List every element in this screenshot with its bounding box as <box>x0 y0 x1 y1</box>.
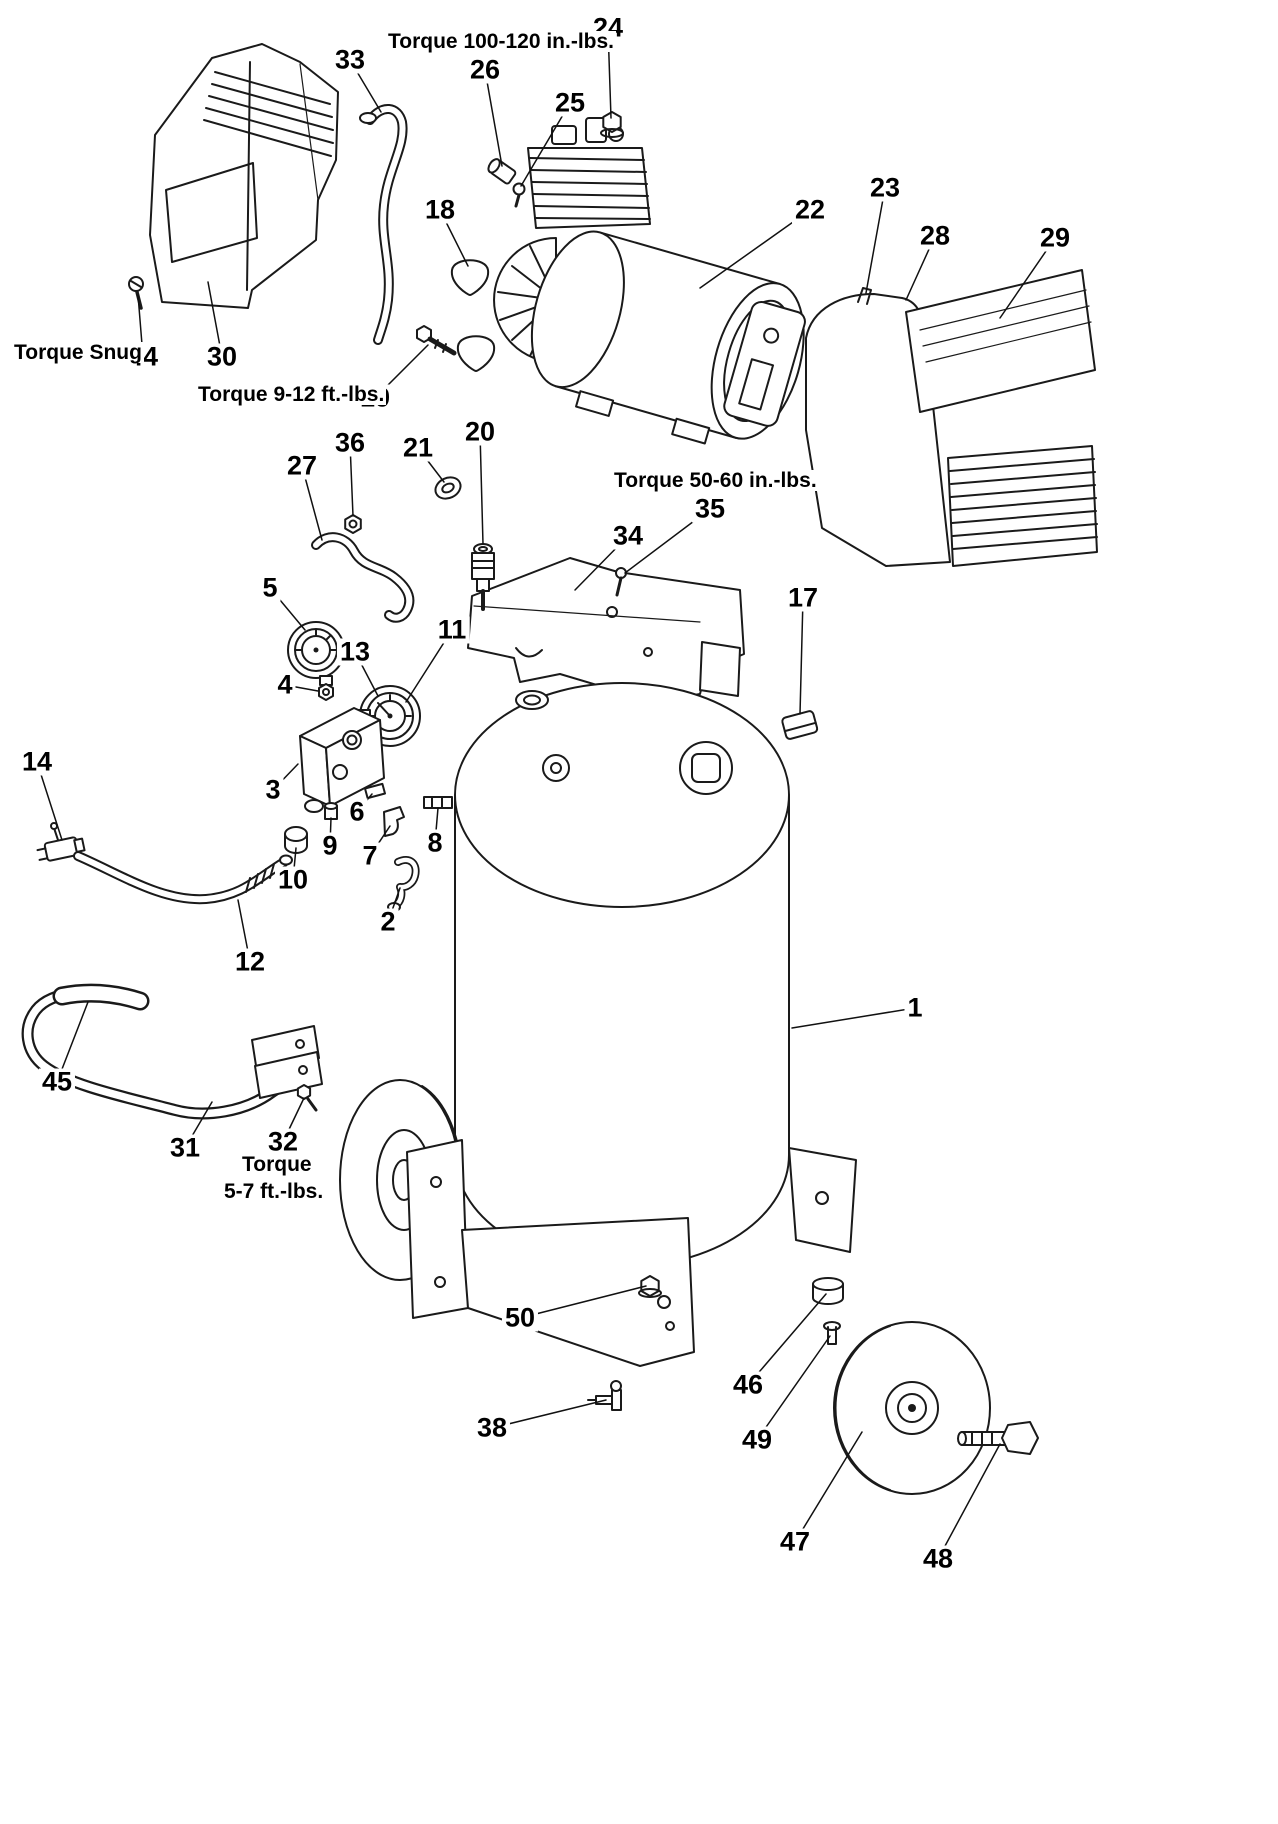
torque-note-snug: Torque Snug <box>12 341 144 364</box>
part-number-5: 5 <box>259 574 281 602</box>
part-number-14: 14 <box>18 748 56 776</box>
bolt-part-49 <box>823 1321 841 1345</box>
leader-line-20 <box>479 431 484 545</box>
leader-line-22 <box>699 209 811 289</box>
part-number-4: 4 <box>274 671 296 699</box>
knob-part-18 <box>450 259 490 296</box>
pump-motor-assembly-part-22 <box>493 117 806 445</box>
part-number-38: 38 <box>473 1414 511 1442</box>
spacer-part-46 <box>812 1277 844 1305</box>
part-number-10: 10 <box>274 866 312 894</box>
hose-parts-12-14 <box>36 822 293 905</box>
part-number-1: 1 <box>904 994 926 1022</box>
leader-line-49 <box>756 1335 831 1441</box>
torque-note-50-60: Torque 50-60 in.-lbs. <box>612 469 819 492</box>
part-number-35: 35 <box>691 495 729 523</box>
part-number-30: 30 <box>203 343 241 371</box>
part-number-47: 47 <box>776 1528 814 1556</box>
part-number-28: 28 <box>916 222 954 250</box>
torque-note-5-7-line2: 5-7 ft.-lbs. <box>222 1180 326 1203</box>
safety-valve-part-20 <box>471 543 495 611</box>
leader-line-23 <box>865 187 886 294</box>
torque-note-9-12: Torque 9-12 ft.-lbs. <box>196 383 387 406</box>
fitting-part-6 <box>364 782 386 800</box>
leader-line-1 <box>791 1007 916 1029</box>
axle-bolt-part-48 <box>957 1421 1039 1455</box>
part-number-21: 21 <box>399 434 437 462</box>
part-number-6: 6 <box>346 798 368 826</box>
part-number-9: 9 <box>319 832 341 860</box>
part-number-50: 50 <box>501 1304 539 1332</box>
leader-line-38 <box>491 1399 607 1429</box>
leader-line-48 <box>937 1443 1001 1560</box>
leader-line-46 <box>747 1293 827 1386</box>
torque-note-100-120: Torque 100-120 in.-lbs. <box>386 30 617 53</box>
knob-part-18-lower <box>456 335 496 372</box>
part-number-20: 20 <box>461 418 499 446</box>
handle-parts-45-31 <box>21 983 323 1120</box>
screw-part-25 <box>512 182 526 208</box>
part-number-34: 34 <box>609 522 647 550</box>
leader-line-17 <box>799 597 804 715</box>
manifold-part-3 <box>299 707 385 813</box>
part-number-27: 27 <box>283 452 321 480</box>
fitting-part-21 <box>434 476 462 500</box>
part-number-49: 49 <box>738 1426 776 1454</box>
part-number-32: 32 <box>264 1128 302 1156</box>
rear-leg <box>788 1147 857 1253</box>
part-number-8: 8 <box>424 829 446 857</box>
leader-line-50 <box>519 1285 647 1319</box>
part-number-36: 36 <box>331 429 369 457</box>
part-number-23: 23 <box>866 174 904 202</box>
part-number-17: 17 <box>784 584 822 612</box>
pressure-gauge-part-5 <box>287 621 345 686</box>
tank-foot-bracket <box>406 1139 695 1367</box>
leader-line-47 <box>794 1431 863 1543</box>
part-number-12: 12 <box>231 948 269 976</box>
right-shroud-parts-23-28-29 <box>805 269 1098 567</box>
vibration-pad-part-17 <box>781 710 819 740</box>
nut-part-4 <box>318 683 334 701</box>
part-number-18: 18 <box>421 196 459 224</box>
part-number-29: 29 <box>1036 224 1074 252</box>
leader-line-26 <box>484 69 503 167</box>
part-number-48: 48 <box>919 1545 957 1573</box>
part-number-45: 45 <box>38 1068 76 1096</box>
part-number-2: 2 <box>377 908 399 936</box>
leader-line-25 <box>520 102 571 187</box>
part-number-7: 7 <box>359 842 381 870</box>
part-number-31: 31 <box>166 1134 204 1162</box>
tank-part-1 <box>454 682 790 1268</box>
rear-wheel-part-47 <box>833 1321 991 1495</box>
bolt-part-19 <box>416 325 457 356</box>
formed-tube-part-27 <box>311 532 415 623</box>
part-number-26: 26 <box>466 56 504 84</box>
fitting-part-26 <box>487 158 517 185</box>
part-number-3: 3 <box>262 776 284 804</box>
torque-note-5-7-line1: Torque <box>240 1153 314 1176</box>
left-shroud-part-30 <box>149 43 339 309</box>
flange-nut-part-50 <box>638 1275 662 1298</box>
leader-lines <box>36 27 1056 1560</box>
mounting-plate-part-34 <box>467 557 745 703</box>
outlet-tube-part-33 <box>359 104 408 345</box>
part-number-46: 46 <box>729 1371 767 1399</box>
nut-part-36 <box>344 514 362 534</box>
part-number-22: 22 <box>791 196 829 224</box>
part-number-33: 33 <box>331 46 369 74</box>
part-number-25: 25 <box>551 89 589 117</box>
nut-part-24 <box>600 111 624 138</box>
part-number-13: 13 <box>336 638 374 666</box>
part-number-11: 11 <box>434 616 470 644</box>
